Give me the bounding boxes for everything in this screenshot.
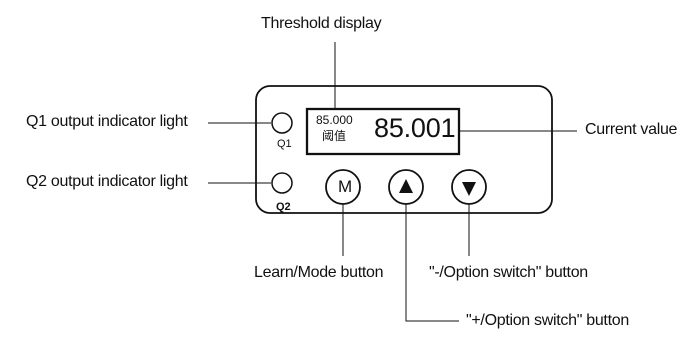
- current-value-label: Current value: [585, 121, 678, 138]
- device-outline: [255, 85, 553, 214]
- m-button-label: M: [338, 177, 353, 196]
- down-arrow-icon: [462, 182, 476, 196]
- q2-indicator-light: [271, 172, 293, 194]
- plus-option-switch-button-label: "+/Option switch" button: [466, 312, 629, 329]
- threshold-caption: 阈值: [322, 129, 347, 143]
- plus-option-leader: [405, 204, 459, 322]
- q1-indicator-light: [271, 112, 293, 134]
- q2-output-indicator-label: Q2 output indicator light: [26, 173, 188, 190]
- learn-mode-button-label: Learn/Mode button: [254, 264, 384, 281]
- current-value-readout: 85.001: [374, 113, 456, 143]
- up-arrow-icon: [399, 179, 413, 193]
- q1-device-label: Q1: [277, 138, 292, 150]
- threshold-display-label: Threshold display: [261, 15, 382, 32]
- threshold-value: 85.000: [316, 113, 353, 127]
- q1-output-indicator-label: Q1 output indicator light: [26, 113, 188, 130]
- minus-option-switch-button-label: "-/Option switch" button: [429, 264, 588, 281]
- q2-device-label: Q2: [276, 201, 291, 213]
